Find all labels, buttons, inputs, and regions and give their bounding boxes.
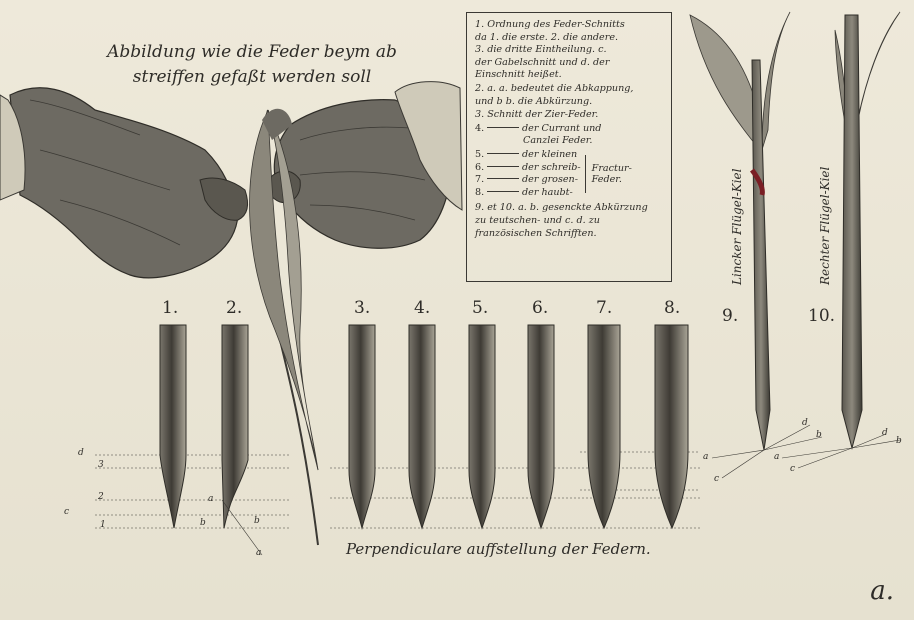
legend-box: 1. Ordnung des Feder-Schnitts da 1. die … (466, 12, 672, 282)
legend-line: 3. die dritte Eintheilung. c. (475, 44, 665, 57)
row-text: der grosen- (522, 174, 578, 187)
legend-fractur-row: 6. der schreib- (475, 162, 581, 175)
legend-item-9: 9. et 10. a. b. gesenckte Abkürzung zu t… (475, 202, 665, 240)
row-text: der kleinen (522, 149, 577, 162)
legend-line: französischen Schrifften. (475, 228, 665, 241)
pen-number-1: 1. (162, 298, 178, 318)
left-hand (0, 88, 248, 278)
legend-line: Canzlei Feder. (475, 135, 665, 148)
row-number: 7. (475, 174, 487, 187)
row-text: der schreib- (522, 162, 581, 175)
pen-number-2: 2. (226, 298, 242, 318)
legend-item-1: 1. Ordnung des Feder-Schnitts da 1. die … (475, 19, 665, 82)
pen-number-7: 7. (596, 298, 612, 318)
pen-number-5: 5. (472, 298, 488, 318)
fractur-label-line: Feder. (592, 174, 632, 185)
tip-tag-right-a: a (774, 452, 779, 462)
tip-tag-left-a: a (703, 452, 708, 462)
pen-number-6: 6. (532, 298, 548, 318)
guide-tag-1: 1 (100, 520, 106, 530)
legend-fractur-row: 7. der grosen- (475, 174, 581, 187)
guide-tag-b: b (200, 518, 206, 528)
pen-number-9: 9. (722, 306, 738, 326)
pen-number-8: 8. (664, 298, 680, 318)
row-number: 8. (475, 187, 487, 200)
wing-label-right: Rechter Flügel-Kiel (818, 167, 832, 285)
guide-lines-3-8 (330, 452, 700, 528)
nib-7 (588, 325, 620, 528)
fractur-label: Fractur- Feder. (592, 163, 632, 185)
title-line-1: Abbildung wie die Feder beym ab (92, 40, 412, 65)
pen-number-3: 3. (354, 298, 370, 318)
legend-line: zu teutschen- und c. d. zu (475, 215, 665, 228)
legend-fractur-row: 5. der kleinen (475, 149, 581, 162)
tip-tag-left-b: b (816, 430, 822, 440)
feather-10 (835, 12, 900, 448)
legend-line: und b b. die Abkürzung. (475, 96, 665, 109)
guide-tag-2: 2 (98, 492, 104, 502)
guide-tag-3: 3 (98, 460, 104, 470)
pen-number-4: 4. (414, 298, 430, 318)
pen-number-10: 10. (808, 306, 835, 326)
legend-line: Einschnitt heißet. (475, 69, 665, 82)
title-line-2: streiffen gefaßt werden soll (92, 65, 412, 90)
tip-lines-right (782, 434, 900, 468)
row-number: 5. (475, 149, 487, 162)
guide-tag-b2: b (254, 516, 260, 526)
tip-tag-right-b: b (896, 436, 902, 446)
tip-tag-left-c: c (714, 474, 719, 484)
legend-line: 1. Ordnung des Feder-Schnitts (475, 19, 665, 32)
tip-tag-left-d: d (802, 418, 808, 428)
legend-line: 2. a. a. bedeutet die Abkappung, (475, 83, 665, 96)
legend-line: der Gabelschnitt und d. der (475, 57, 665, 70)
guide-lines-1-2 (95, 455, 290, 528)
legend-item-4-number: 4. (475, 123, 487, 136)
nib-4 (409, 325, 435, 528)
tip-tag-right-c: c (790, 464, 795, 474)
plate-caption: Perpendiculare auffstellung der Federn. (346, 540, 651, 558)
legend-line: 9. et 10. a. b. gesenckte Abkürzung (475, 202, 665, 215)
guide-tag-a: a (208, 494, 213, 504)
nib-8 (655, 325, 688, 528)
guide-tag-d: d (78, 448, 84, 458)
guide-tag-c: c (64, 507, 69, 517)
brace (585, 155, 590, 193)
fractur-label-line: Fractur- (592, 163, 632, 174)
row-text: der haubt- (522, 187, 573, 200)
nib-1 (160, 325, 186, 528)
legend-line: der Currant und (522, 123, 601, 136)
nib-3 (349, 325, 375, 528)
legend-item-4: 4. der Currant und Canzlei Feder. (475, 123, 665, 148)
legend-line: da 1. die erste. 2. die andere. (475, 32, 665, 45)
legend-item-2: 2. a. a. bedeutet die Abkappung, und b b… (475, 83, 665, 108)
nib-6 (528, 325, 554, 528)
legend-fractur-group: 5. der kleinen 6. der schreib- 7. der grose… (475, 149, 665, 199)
plate-letter: a. (870, 576, 894, 606)
plate-title: Abbildung wie die Feder beym ab streiffe… (92, 40, 412, 90)
guide-tag-a2: a (256, 548, 261, 558)
wing-label-left: Lincker Flügel-Kiel (730, 169, 744, 286)
legend-fractur-row: 8. der haubt- (475, 187, 581, 200)
row-number: 6. (475, 162, 487, 175)
legend-item-3: 3. Schnitt der Zier-Feder. (475, 109, 665, 122)
nib-5 (469, 325, 495, 528)
tip-tag-right-d: d (882, 428, 888, 438)
